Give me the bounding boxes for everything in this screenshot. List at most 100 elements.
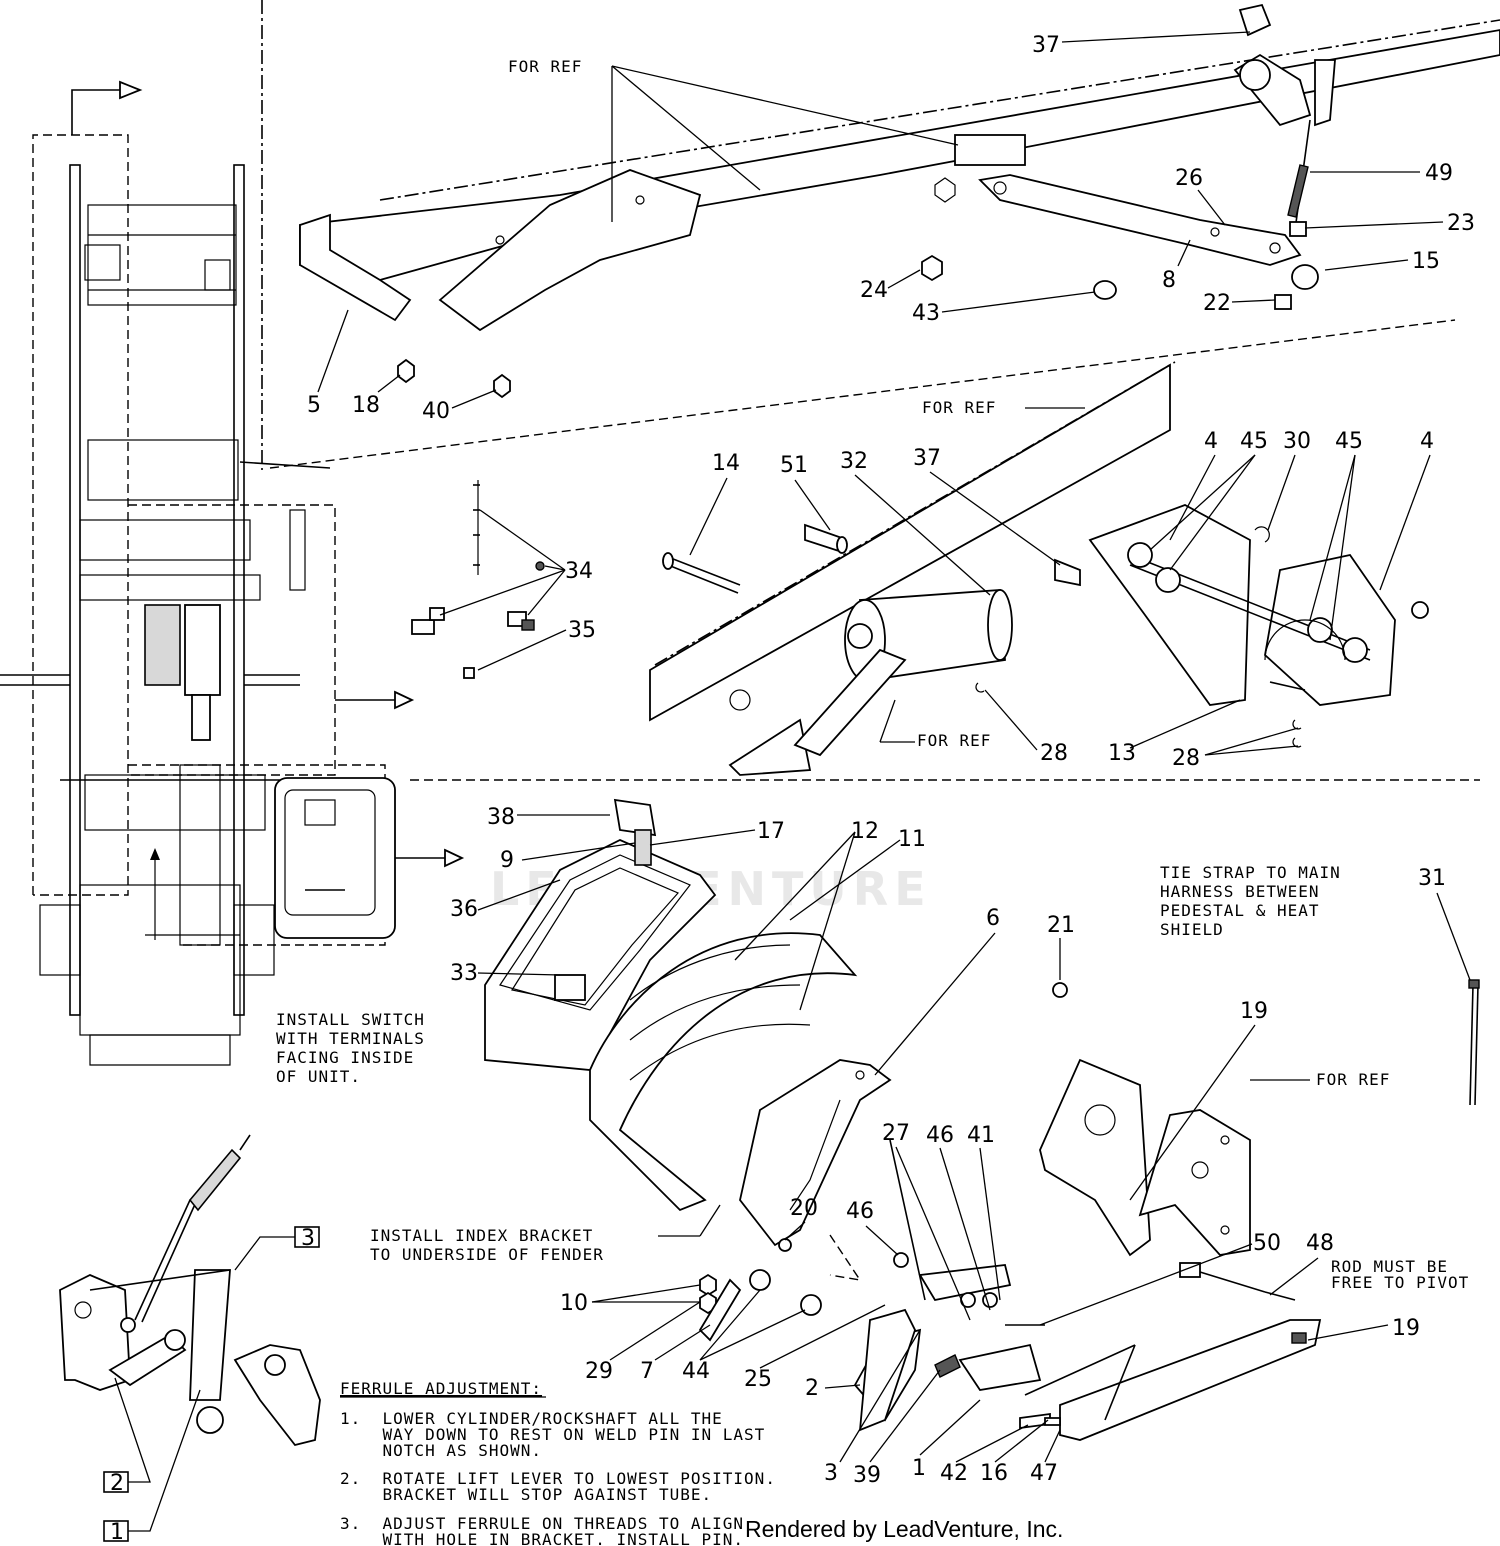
callout-10: 10	[560, 1291, 588, 1316]
leader-lines	[317, 31, 1471, 1463]
svg-text:WITH TERMINALS: WITH TERMINALS	[276, 1029, 425, 1048]
callout-21: 21	[1047, 913, 1075, 938]
note-install-index-bracket: INSTALL INDEX BRACKET TO UNDERSIDE OF FE…	[370, 1204, 721, 1264]
svg-text:FOR REF: FOR REF	[917, 731, 991, 750]
lift-cylinder-32	[793, 589, 1013, 757]
index-bracket-6	[739, 1059, 892, 1247]
upper-frame-rail	[299, 19, 1500, 332]
callout-30: 30	[1283, 429, 1311, 454]
top-hardware	[397, 221, 1319, 399]
callout-45-right: 45	[1335, 429, 1363, 454]
svg-text:WITH HOLE IN BRACKET. INSTALL: WITH HOLE IN BRACKET. INSTALL PIN.	[340, 1530, 744, 1546]
callout-37-top: 37	[1032, 33, 1060, 58]
lift-lever-49	[1233, 3, 1336, 231]
callout-35: 35	[568, 618, 596, 643]
note-rod-pivot: ROD MUST BE FREE TO PIVOT	[1331, 1257, 1468, 1292]
svg-text:1: 1	[110, 1520, 124, 1545]
svg-text:3: 3	[301, 1226, 315, 1251]
step-box-2: 2	[103, 1377, 151, 1496]
callout-46-mid: 46	[846, 1199, 874, 1224]
tractor-frame-overview	[0, 80, 465, 1066]
lift-linkage	[853, 1139, 1322, 1441]
ferrule-heading: FERRULE ADJUSTMENT:	[340, 1379, 542, 1398]
svg-text:HARNESS BETWEEN: HARNESS BETWEEN	[1160, 882, 1320, 901]
callout-6: 6	[986, 906, 1000, 931]
callout-43: 43	[912, 301, 940, 326]
callout-17: 17	[757, 819, 785, 844]
callout-25: 25	[744, 1367, 772, 1392]
terminals-34-35	[411, 480, 545, 679]
callout-49: 49	[1425, 161, 1453, 186]
callout-1: 1	[912, 1456, 926, 1481]
callout-51: 51	[780, 453, 808, 478]
tie-strap-31	[1468, 979, 1480, 1106]
callout-11: 11	[898, 827, 926, 852]
for-ref-bracket: FOR REF	[1316, 1070, 1390, 1089]
callout-37-mid: 37	[913, 446, 941, 471]
callout-41: 41	[967, 1123, 995, 1148]
callout-19-top: 19	[1240, 999, 1268, 1024]
rockshaft-arm-8	[978, 174, 1302, 266]
callout-47: 47	[1030, 1461, 1058, 1486]
svg-text:INSTALL INDEX BRACKET: INSTALL INDEX BRACKET	[370, 1226, 593, 1245]
callout-27: 27	[882, 1121, 910, 1146]
callout-3: 3	[824, 1461, 838, 1486]
callout-28-left: 28	[1040, 741, 1068, 766]
svg-text:FOR REF: FOR REF	[1316, 1070, 1390, 1089]
svg-text:BRACKET WILL STOP AGAINST TUBE: BRACKET WILL STOP AGAINST TUBE.	[340, 1485, 712, 1504]
svg-text:PEDESTAL & HEAT: PEDESTAL & HEAT	[1160, 901, 1320, 920]
callout-15: 15	[1412, 249, 1440, 274]
callout-labels: 37 49 23 15 26 8 24 43 22 5 18 40 14 51 …	[307, 33, 1475, 1488]
callout-5: 5	[307, 393, 321, 418]
svg-text:NOTCH AS SHOWN.: NOTCH AS SHOWN.	[340, 1441, 542, 1460]
callout-45-left: 45	[1240, 429, 1268, 454]
svg-text:WAY DOWN TO REST ON WELD PIN I: WAY DOWN TO REST ON WELD PIN IN LAST	[340, 1425, 765, 1444]
fender-pedestal-36	[484, 798, 717, 1071]
callout-9: 9	[500, 848, 514, 873]
callout-16: 16	[980, 1461, 1008, 1486]
for-ref-cylinder: FOR REF	[879, 699, 991, 750]
note-tie-strap: TIE STRAP TO MAIN HARNESS BETWEEN PEDEST…	[1160, 863, 1341, 939]
svg-text:INSTALL SWITCH: INSTALL SWITCH	[276, 1010, 425, 1029]
svg-text:3. ADJUST FERRULE ON THREADS: 3. ADJUST FERRULE ON THREADS TO ALIGN	[340, 1514, 744, 1533]
callout-18: 18	[352, 393, 380, 418]
callout-44: 44	[682, 1359, 710, 1384]
callout-12: 12	[851, 819, 879, 844]
svg-text:OF UNIT.: OF UNIT.	[276, 1067, 361, 1086]
svg-text:SHIELD: SHIELD	[1160, 920, 1224, 939]
callout-26: 26	[1175, 166, 1203, 191]
callout-29: 29	[585, 1359, 613, 1384]
callout-19-bottom: 19	[1392, 1316, 1420, 1341]
callout-31: 31	[1418, 866, 1446, 891]
section-dividers	[261, 0, 1480, 781]
svg-text:FACING INSIDE: FACING INSIDE	[276, 1048, 414, 1067]
svg-text:1. LOWER CYLINDER/ROCKSHAFT A: 1. LOWER CYLINDER/ROCKSHAFT ALL THE	[340, 1409, 723, 1428]
ferrule-linkage-detail	[59, 1134, 321, 1447]
footer-credit: Rendered by LeadVenture, Inc.	[745, 1516, 1063, 1542]
callout-48: 48	[1306, 1231, 1334, 1256]
svg-text:ROD MUST BE: ROD MUST BE	[1331, 1257, 1448, 1276]
step-box-3: 3	[234, 1226, 320, 1271]
svg-text:FOR REF: FOR REF	[922, 398, 996, 417]
callout-4-left: 4	[1204, 429, 1218, 454]
callout-39: 39	[853, 1463, 881, 1488]
callout-22: 22	[1203, 291, 1231, 316]
callout-38: 38	[487, 805, 515, 830]
svg-text:2: 2	[110, 1471, 124, 1496]
callout-23: 23	[1447, 211, 1475, 236]
callout-32: 32	[840, 449, 868, 474]
svg-text:TIE STRAP TO MAIN: TIE STRAP TO MAIN	[1160, 863, 1341, 882]
seat-bracket-19	[1039, 1058, 1251, 1257]
middle-frame-rail	[649, 361, 1176, 776]
svg-text:2. ROTATE LIFT LEVER TO LOWES: 2. ROTATE LIFT LEVER TO LOWEST POSITION.	[340, 1469, 776, 1488]
callout-33: 33	[450, 961, 478, 986]
callout-20: 20	[790, 1196, 818, 1221]
svg-text:TO UNDERSIDE OF FENDER: TO UNDERSIDE OF FENDER	[370, 1245, 604, 1264]
callout-24: 24	[860, 278, 888, 303]
for-ref-top: FOR REF	[508, 57, 959, 222]
callout-8: 8	[1162, 268, 1176, 293]
callout-50: 50	[1253, 1231, 1281, 1256]
callout-40: 40	[422, 399, 450, 424]
note-install-switch: INSTALL SWITCH WITH TERMINALS FACING INS…	[276, 1010, 425, 1086]
